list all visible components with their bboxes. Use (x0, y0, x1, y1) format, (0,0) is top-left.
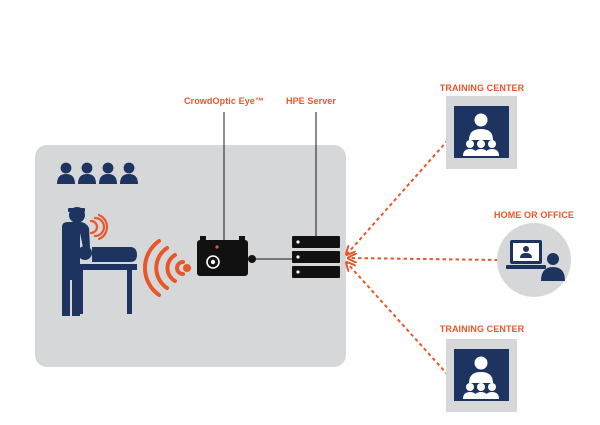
signal-dot (183, 264, 191, 272)
training-center-top-label: TRAINING CENTER (439, 83, 525, 93)
arrow-from-training-bottom (347, 263, 449, 376)
training-center-bottom-icon (446, 339, 517, 412)
server-icon (292, 236, 340, 278)
hpe-server-label: HPE Server (285, 96, 337, 106)
operating-room-panel (35, 145, 346, 367)
home-office-label: HOME OR OFFICE (494, 210, 574, 220)
patient-icon (78, 246, 137, 262)
training-center-bottom-label: TRAINING CENTER (439, 324, 525, 334)
laptop-user-icon (497, 223, 571, 297)
arrow-from-home-office (349, 258, 499, 260)
headset-signal-icon (89, 213, 109, 241)
arrow-from-training-top (347, 139, 449, 254)
crowdoptic-eye-label: CrowdOptic Eye™ (183, 96, 265, 106)
device-port-dot (248, 255, 256, 263)
training-center-icon (446, 96, 517, 169)
wireless-signal-icon (142, 239, 185, 297)
surgical-table-icon (72, 264, 137, 314)
surgeon-icon (62, 207, 90, 316)
crowdoptic-eye-device-icon (197, 236, 248, 276)
